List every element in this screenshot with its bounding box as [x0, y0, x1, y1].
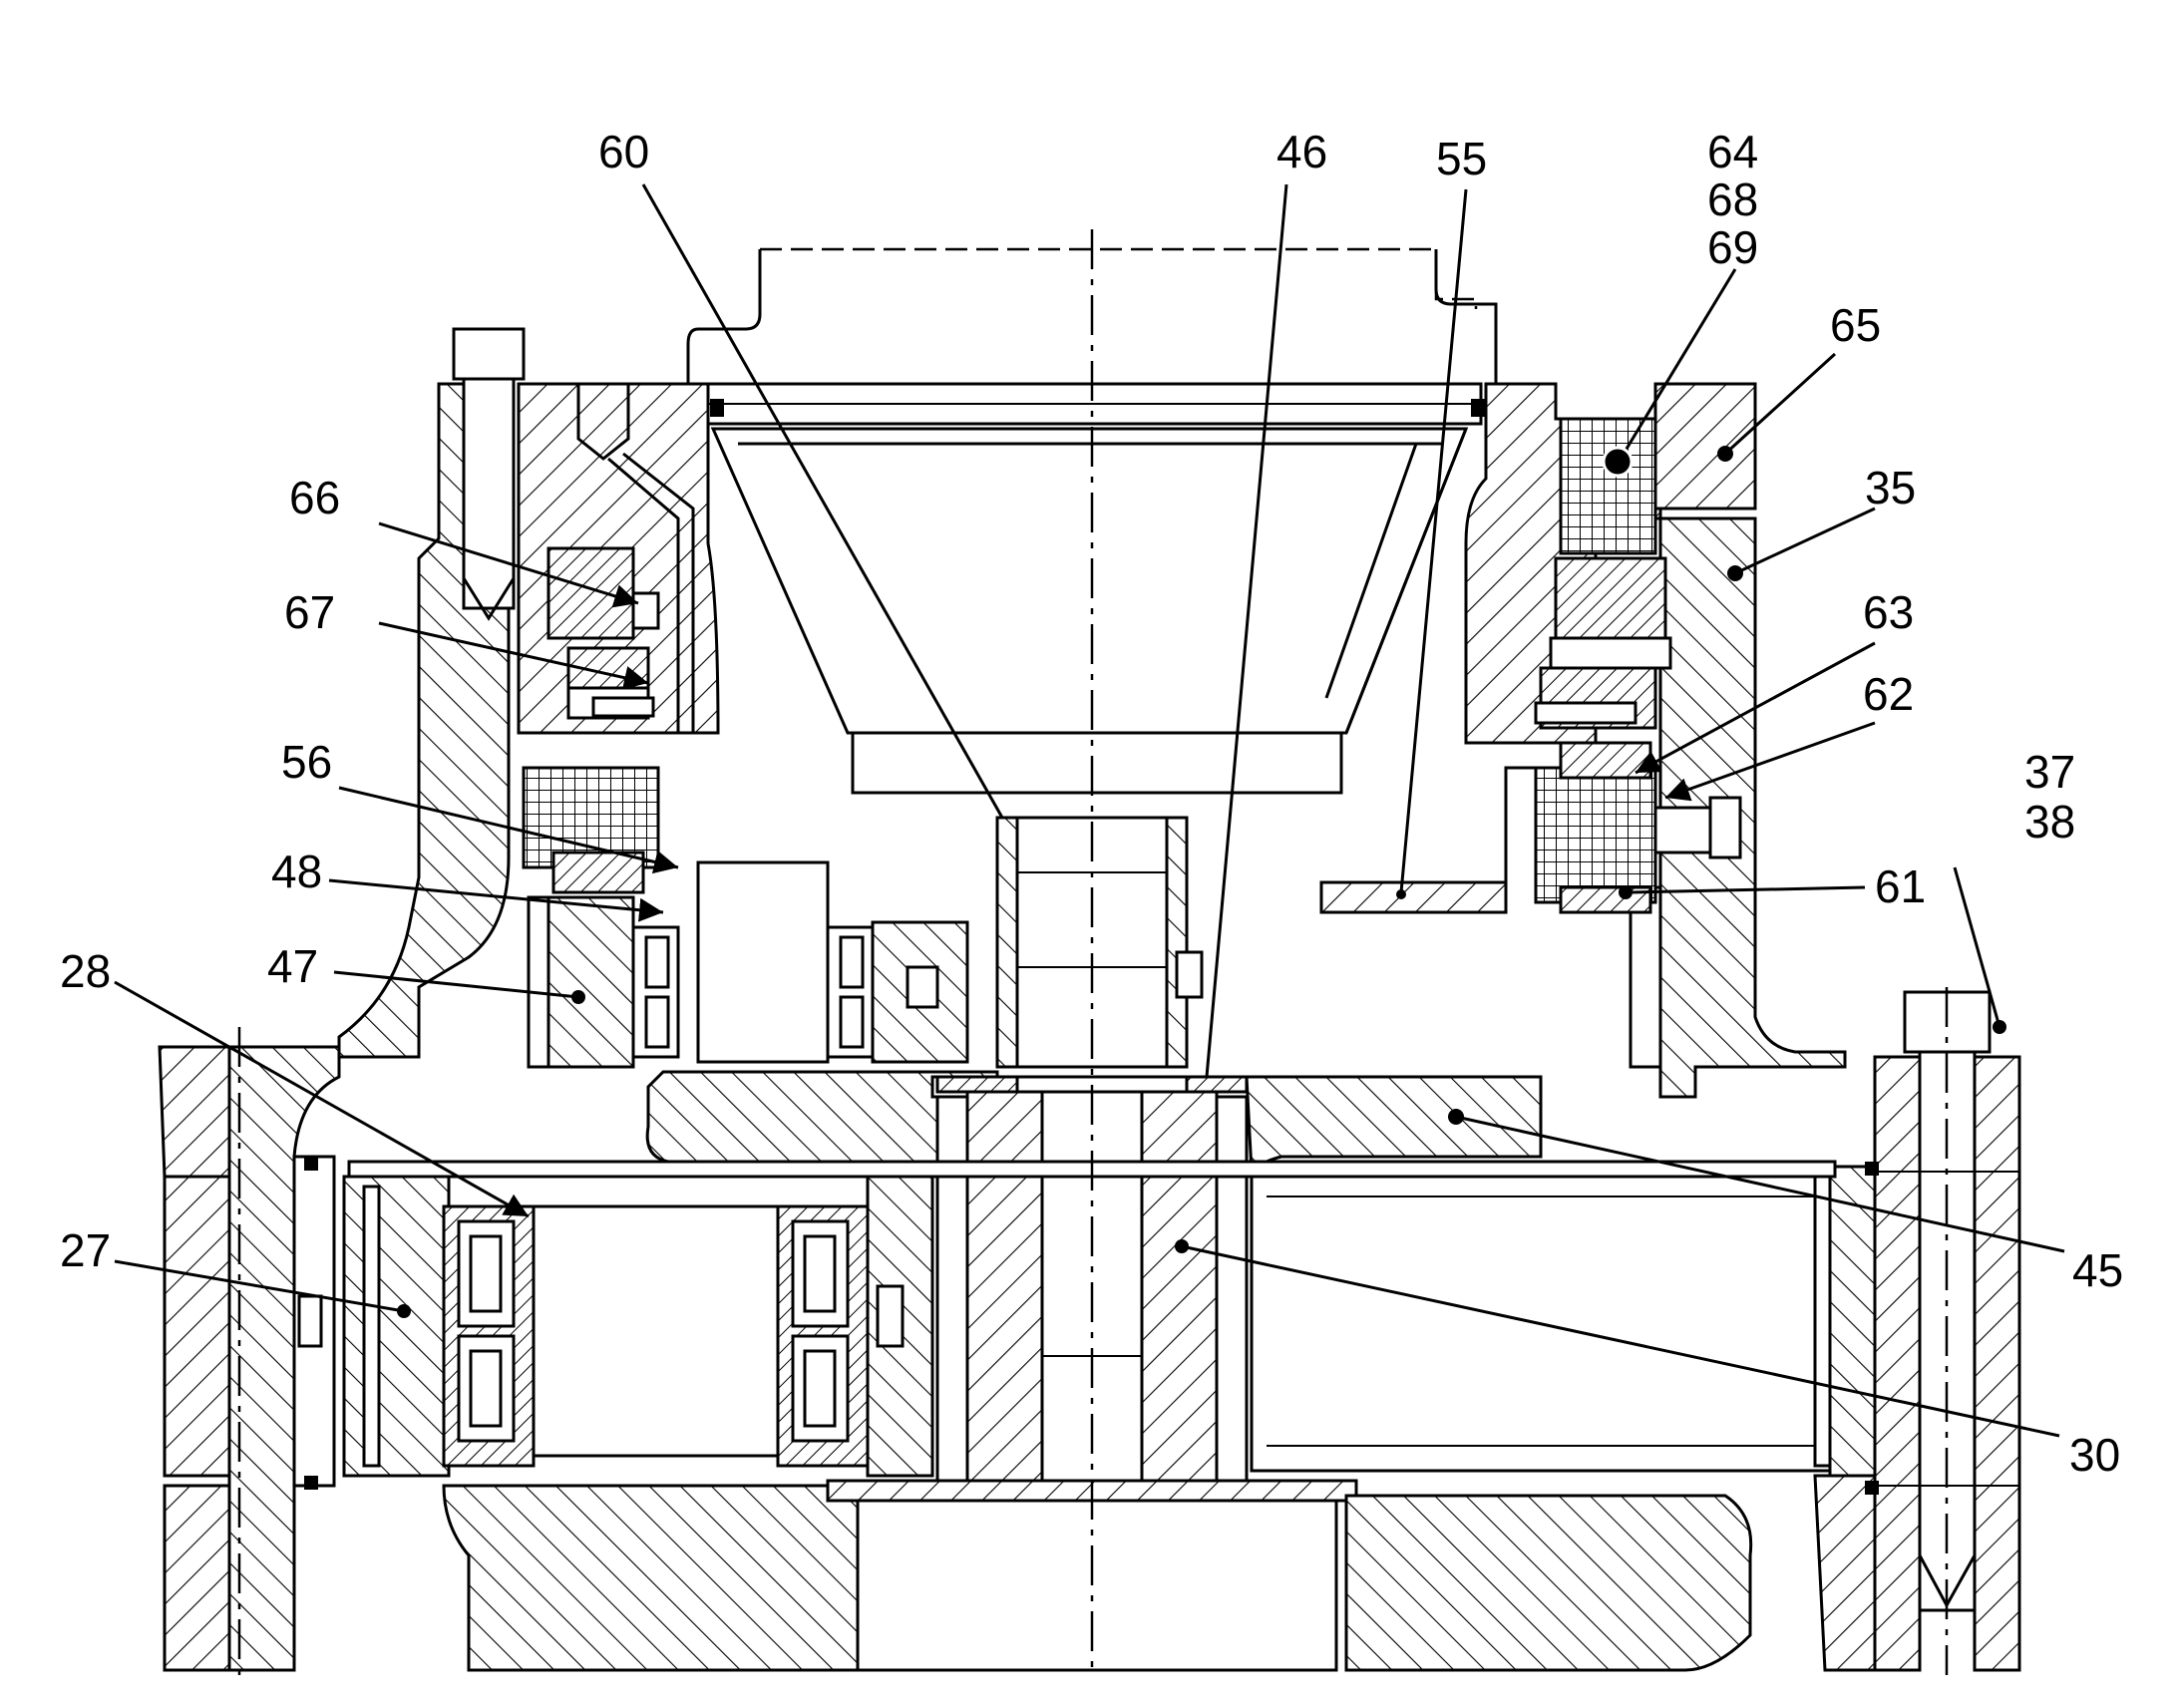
callout-labels: 60 46 55 64 68 69 65 35 66 67 63 62 56 3… — [60, 126, 2123, 1481]
leader-37-38 — [1953, 866, 2001, 1028]
callout-64: 64 — [1707, 126, 1758, 177]
callout-45: 45 — [2072, 1244, 2123, 1296]
leader-45 — [1455, 1115, 2065, 1253]
leader-65 — [1723, 352, 1837, 456]
leader-67 — [378, 621, 649, 690]
callout-63: 63 — [1863, 586, 1914, 638]
callout-38: 38 — [2024, 796, 2075, 848]
callout-27: 27 — [60, 1224, 111, 1276]
leader-64-68-69 — [1619, 268, 1737, 460]
leader-46 — [1205, 183, 1288, 1078]
leader-28 — [114, 980, 530, 1218]
callout-48: 48 — [271, 846, 322, 897]
leader-61 — [1630, 885, 1866, 894]
leader-30 — [1181, 1244, 2060, 1438]
callout-28: 28 — [60, 945, 111, 997]
leader-lines — [114, 183, 2065, 1438]
callout-56: 56 — [281, 736, 332, 788]
callout-60: 60 — [598, 126, 649, 177]
callout-65: 65 — [1830, 299, 1881, 351]
callout-67: 67 — [284, 586, 335, 638]
callout-47: 47 — [267, 940, 318, 992]
callout-69: 69 — [1707, 221, 1758, 273]
leader-48 — [328, 878, 664, 922]
callout-35: 35 — [1865, 462, 1916, 513]
leader-56 — [338, 786, 679, 874]
leader-63 — [1635, 641, 1876, 775]
callout-61: 61 — [1875, 860, 1926, 912]
leader-47 — [333, 970, 579, 999]
leader-62 — [1664, 721, 1876, 802]
callout-37: 37 — [2024, 746, 2075, 798]
assembly-geometry — [158, 229, 2021, 1675]
callout-66: 66 — [289, 472, 340, 523]
leader-27 — [114, 1259, 405, 1313]
callout-46: 46 — [1276, 126, 1327, 177]
leader-60 — [641, 183, 1004, 819]
leader-35 — [1734, 507, 1876, 575]
leader-66 — [378, 521, 639, 608]
callout-30: 30 — [2069, 1429, 2120, 1481]
leader-55 — [1399, 188, 1468, 893]
callout-68: 68 — [1707, 173, 1758, 225]
callout-55: 55 — [1436, 133, 1487, 184]
callout-62: 62 — [1863, 668, 1914, 720]
